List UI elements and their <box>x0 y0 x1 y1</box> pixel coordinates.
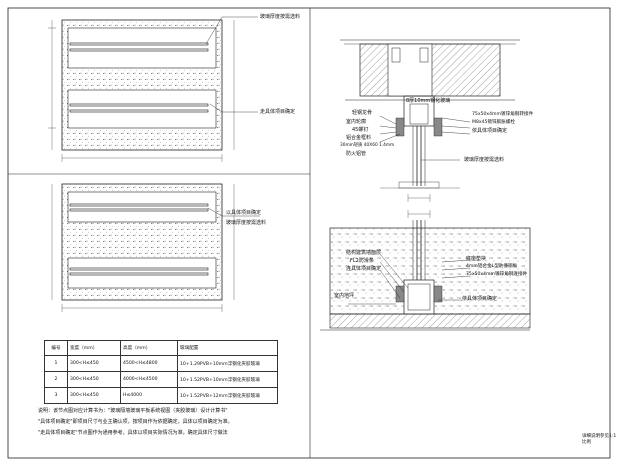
callout-project-specific-upper: 走具体项目确定 <box>260 109 296 115</box>
head-section-detail <box>340 39 520 202</box>
callout-interior-floor: 室内地坪 <box>334 293 355 299</box>
header-no: 编号 <box>44 340 68 356</box>
drawing-notes: 说明：该节点图对应计算书为："玻璃隔墙玻璃平板系统视图（夹胶玻璃）设计计算书" … <box>38 406 233 439</box>
callout-aluminum-frame: 铝合金框料 <box>346 135 372 141</box>
cell-no: 1 <box>44 355 68 372</box>
callout-light-steel-keel: 轻钢龙骨 <box>352 110 373 116</box>
table-row: 1 300<H≤450 4500<H≤4800 10+1.29PVB+10mm浮… <box>44 355 278 372</box>
table-header-row: 编号 宽度（mm） 高度（mm） 玻璃配置 <box>44 340 278 356</box>
table-row: 2 300<H≤450 4000<H≤4500 10+1.52PVB+10mm浮… <box>44 371 278 388</box>
note-line: 说明：该节点图对应计算书为："玻璃隔墙玻璃平板系统视图（夹胶玻璃）设计计算书" <box>38 408 228 414</box>
callout-project-specific-bottom-left: 连具体项目确定 <box>346 266 382 272</box>
header-glass-config: 玻璃配置 <box>177 340 278 356</box>
callout-screw: 45螺钉 <box>352 127 369 133</box>
lower-left-elevation <box>51 183 260 312</box>
callout-project-specific-bottom: 依具体项目确定 <box>462 296 498 302</box>
callout-tempered-glass: 8厚10mm钢化玻璃 <box>406 98 451 104</box>
callout-angle-steel-top: 75x50x4mm镀锌角钢转接件 <box>472 112 534 117</box>
cell-height: 4000<H≤4500 <box>120 371 178 388</box>
header-height: 高度（mm） <box>120 340 178 356</box>
header-width: 宽度（mm） <box>67 340 121 356</box>
callout-l-plate: 4mm铝合金L型防撞钢板 <box>466 264 518 269</box>
callout-angle-steel-bottom: 75x50x4mm镀锌角钢连接件 <box>466 272 528 277</box>
sheet-frame <box>7 7 611 459</box>
cell-glass: 10+1.29PVB+10mm浮钢化夹胶玻璃 <box>177 355 278 372</box>
table-row: 3 300<H≤450 H≤4000 10+1.52PVB+12mm浮钢化夹胶玻… <box>44 387 278 404</box>
note-line: "具体项目确定"即项目尺寸与业主确认项，按项目作为依据确定，具体以项目确定为准。 <box>38 419 233 425</box>
callout-wall-layer: 结构建筑墙面层 <box>346 250 382 256</box>
cell-width: 300<H≤450 <box>67 371 121 388</box>
cell-width: 300<H≤450 <box>67 355 121 372</box>
scale-label: 详细说明参见1:1比例 <box>582 434 617 445</box>
callout-project-specific-top: 依具体项目确定 <box>472 128 508 134</box>
cell-glass: 10+1.52PVB+12mm浮钢化夹胶玻璃 <box>177 387 278 404</box>
callout-fire-tube: 防火铝管 <box>346 151 367 157</box>
cell-width: 300<H≤450 <box>67 387 121 404</box>
callout-project-specific-lower: 以具体项目确定 <box>226 210 262 216</box>
callout-expansion-bolt: M8x45镀锌膨胀螺栓 <box>472 120 516 125</box>
cell-no: 3 <box>44 387 68 404</box>
callout-light-tube: 30mm轻质 40X60 1.4mm <box>340 143 395 148</box>
callout-antislip-strip: FL2防滑条 <box>350 258 374 264</box>
cell-height: 4500<H≤4800 <box>120 355 178 372</box>
callout-glass-thickness-right: 玻璃厚度按需选料 <box>464 157 505 163</box>
callout-glass-thickness-lower: 玻璃厚度按需选料 <box>226 220 267 226</box>
callout-interior-outline: 室内轮廓 <box>346 119 367 125</box>
sill-section-detail <box>320 210 531 331</box>
cell-no: 2 <box>44 371 68 388</box>
note-line: "走具体项目确定"节点图作为通用参考，具体以项目实际情况为准，确定具体尺寸做法 <box>38 430 228 436</box>
upper-left-elevation <box>48 16 258 162</box>
glass-config-table: 编号 宽度（mm） 高度（mm） 玻璃配置 1 300<H≤450 4500<H… <box>44 340 278 404</box>
cell-glass: 10+1.52PVB+10mm浮钢化夹胶玻璃 <box>177 371 278 388</box>
cell-height: H≤4000 <box>120 387 178 404</box>
callout-glass-thickness-upper: 玻璃厚度按需选料 <box>260 14 301 20</box>
callout-base-block: 底座垫块 <box>466 256 487 262</box>
